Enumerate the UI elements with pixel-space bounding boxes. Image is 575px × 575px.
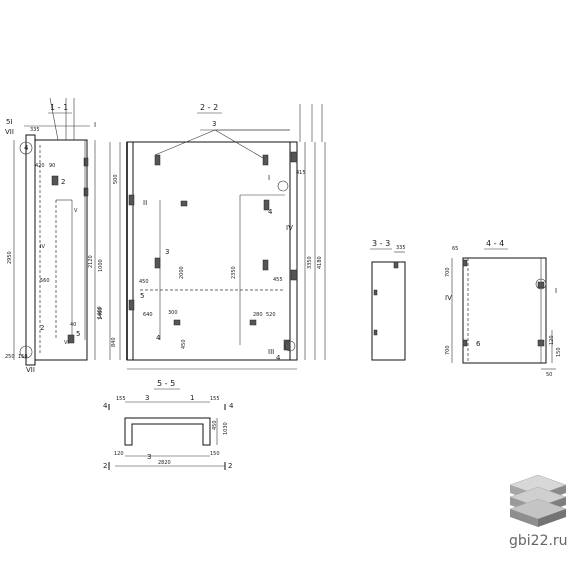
s3-label-a: 335 xyxy=(396,245,406,251)
s2-label-x: 4180 xyxy=(317,256,323,269)
view-4-4-title: 4 - 4 xyxy=(486,239,504,248)
s2-label-a: 3 xyxy=(212,120,216,128)
view-3-3-title: 3 - 3 xyxy=(372,239,390,248)
s4-label-b: 700 xyxy=(445,267,451,277)
s1-label-m: 40 xyxy=(70,322,76,328)
s5-label-a: 4 xyxy=(103,402,108,410)
view-1-1: 1 - 1 5I VII I 335 420 90 V IV 560 2950 … xyxy=(5,97,103,374)
s1-label-d: 335 xyxy=(30,127,40,133)
s2-label-d: 450 xyxy=(139,279,149,285)
view-3-3: 3 - 3 335 xyxy=(370,239,406,361)
s2-label-q: 280 xyxy=(253,312,263,318)
s2-label-l: 1460 xyxy=(98,307,104,320)
s2-label-v: III xyxy=(268,348,274,356)
s2-label-o: 2350 xyxy=(231,266,237,279)
s1-label-f: 90 xyxy=(49,163,55,169)
s5-label-b: 155 xyxy=(116,396,126,402)
s1-label-h: IV xyxy=(40,244,45,250)
s5-label-d: 1 xyxy=(190,394,194,402)
s2-label-e: 640 xyxy=(143,312,153,318)
s2-label-j: 3 xyxy=(165,248,169,256)
s1-label-u: 5 xyxy=(76,330,80,338)
s4-label-g: 120 xyxy=(549,335,555,345)
s4-label-e: 700 xyxy=(445,345,451,355)
s4-label-f: I xyxy=(555,287,557,295)
view-2-2-title: 2 - 2 xyxy=(200,103,218,112)
s1-label-q: VII xyxy=(26,366,35,374)
s4-label-c: IV xyxy=(445,294,452,302)
s2-label-g: 5 xyxy=(140,292,144,300)
s4-label-i: 50 xyxy=(546,372,552,378)
s1-label-p: 150 xyxy=(18,354,28,360)
s1-label-s: 2 xyxy=(61,178,65,186)
s1-label-b: VII xyxy=(5,128,14,136)
view-5-5-title: 5 - 5 xyxy=(157,379,175,388)
s2-label-z: 4 xyxy=(276,354,281,362)
s1-label-l: 1460 xyxy=(97,306,103,319)
s2-label-b: II xyxy=(143,199,147,207)
s2-label-t: 415 xyxy=(296,170,306,176)
s1-label-r: 4 xyxy=(24,144,29,152)
s4-label-h: 150 xyxy=(556,347,562,357)
s5-label-c: 3 xyxy=(145,394,149,402)
s1-label-e: 420 xyxy=(35,163,45,169)
s2-label-k: 1000 xyxy=(98,259,104,272)
brand-logo xyxy=(509,474,567,527)
s2-label-u: I xyxy=(268,174,270,182)
s4-label-d: 6 xyxy=(476,340,481,348)
s2-label-f: 300 xyxy=(168,310,178,316)
s1-label-g: V xyxy=(74,208,78,214)
s5-label-j: 2 xyxy=(103,462,107,470)
watermark-text: gbi22.ru xyxy=(509,533,568,549)
s1-label-i: 560 xyxy=(40,278,50,284)
s5-label-f: 4 xyxy=(229,402,234,410)
view-1-1-title: 1 - 1 xyxy=(50,103,68,112)
s5-label-g: 120 xyxy=(114,451,124,457)
s2-label-s: 455 xyxy=(273,277,283,283)
s4-label-a: 65 xyxy=(452,246,458,252)
view-2-2: 2 - 2 xyxy=(98,103,326,370)
s2-label-p: 4 xyxy=(268,208,273,216)
s5-label-l: 2 xyxy=(228,462,232,470)
s1-label-t: 2 xyxy=(40,324,44,332)
s2-label-n: 450 xyxy=(181,339,187,349)
s5-label-i: 150 xyxy=(210,451,220,457)
s1-label-j: 2950 xyxy=(7,251,13,264)
s2-label-m: 2000 xyxy=(179,266,185,279)
s2-label-c: 500 xyxy=(113,174,119,184)
s2-label-y: IV xyxy=(286,224,293,232)
s2-label-w: 3350 xyxy=(307,256,313,269)
s2-label-i: 840 xyxy=(111,337,117,347)
s1-label-c: I xyxy=(94,121,96,129)
view-5-5: 5 - 5 4 155 3 1 155 4 120 3 150 2 2820 2… xyxy=(103,379,234,470)
view-4-4: 4 - 4 65 700 IV 6 700 I 120 150 50 xyxy=(445,239,562,378)
s2-label-r: 520 xyxy=(266,312,276,318)
s1-label-k: 2120 xyxy=(88,255,94,268)
s5-label-m: 450 xyxy=(212,420,218,430)
s5-label-k: 2820 xyxy=(158,460,171,466)
s2-label-h: 4 xyxy=(156,334,161,342)
s5-label-e: 155 xyxy=(210,396,220,402)
s1-label-n: VI xyxy=(64,340,69,346)
s5-label-h: 3 xyxy=(147,453,151,461)
s1-label-a: 5I xyxy=(6,118,13,126)
s1-label-o: 250 xyxy=(5,354,15,360)
s5-label-n: 1030 xyxy=(223,422,229,435)
